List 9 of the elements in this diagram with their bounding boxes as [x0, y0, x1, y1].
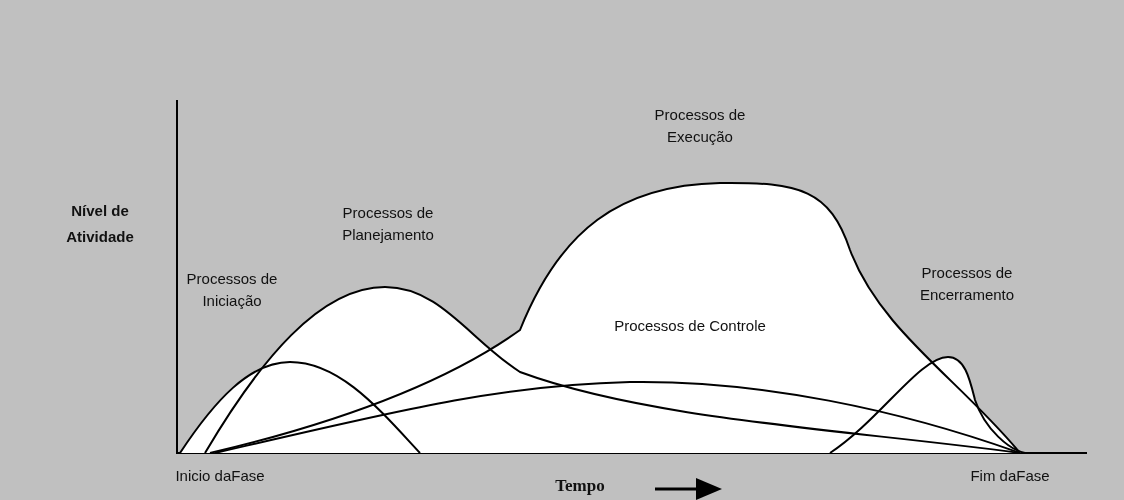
phase-label: Processos de Controle: [614, 316, 766, 336]
phase-label: Processos de Encerramento: [918, 263, 1016, 305]
phase-label: Processos de Iniciação: [185, 269, 279, 311]
axis-title: Nível de Atividade: [66, 201, 134, 247]
axis-label: Inicio daFase: [175, 466, 265, 486]
axis-label: Fim daFase: [970, 466, 1050, 486]
phase-label: Processos de Execução: [653, 105, 747, 147]
axis-title: Tempo: [555, 475, 605, 497]
phase-label: Processos de Planejamento: [341, 203, 435, 245]
